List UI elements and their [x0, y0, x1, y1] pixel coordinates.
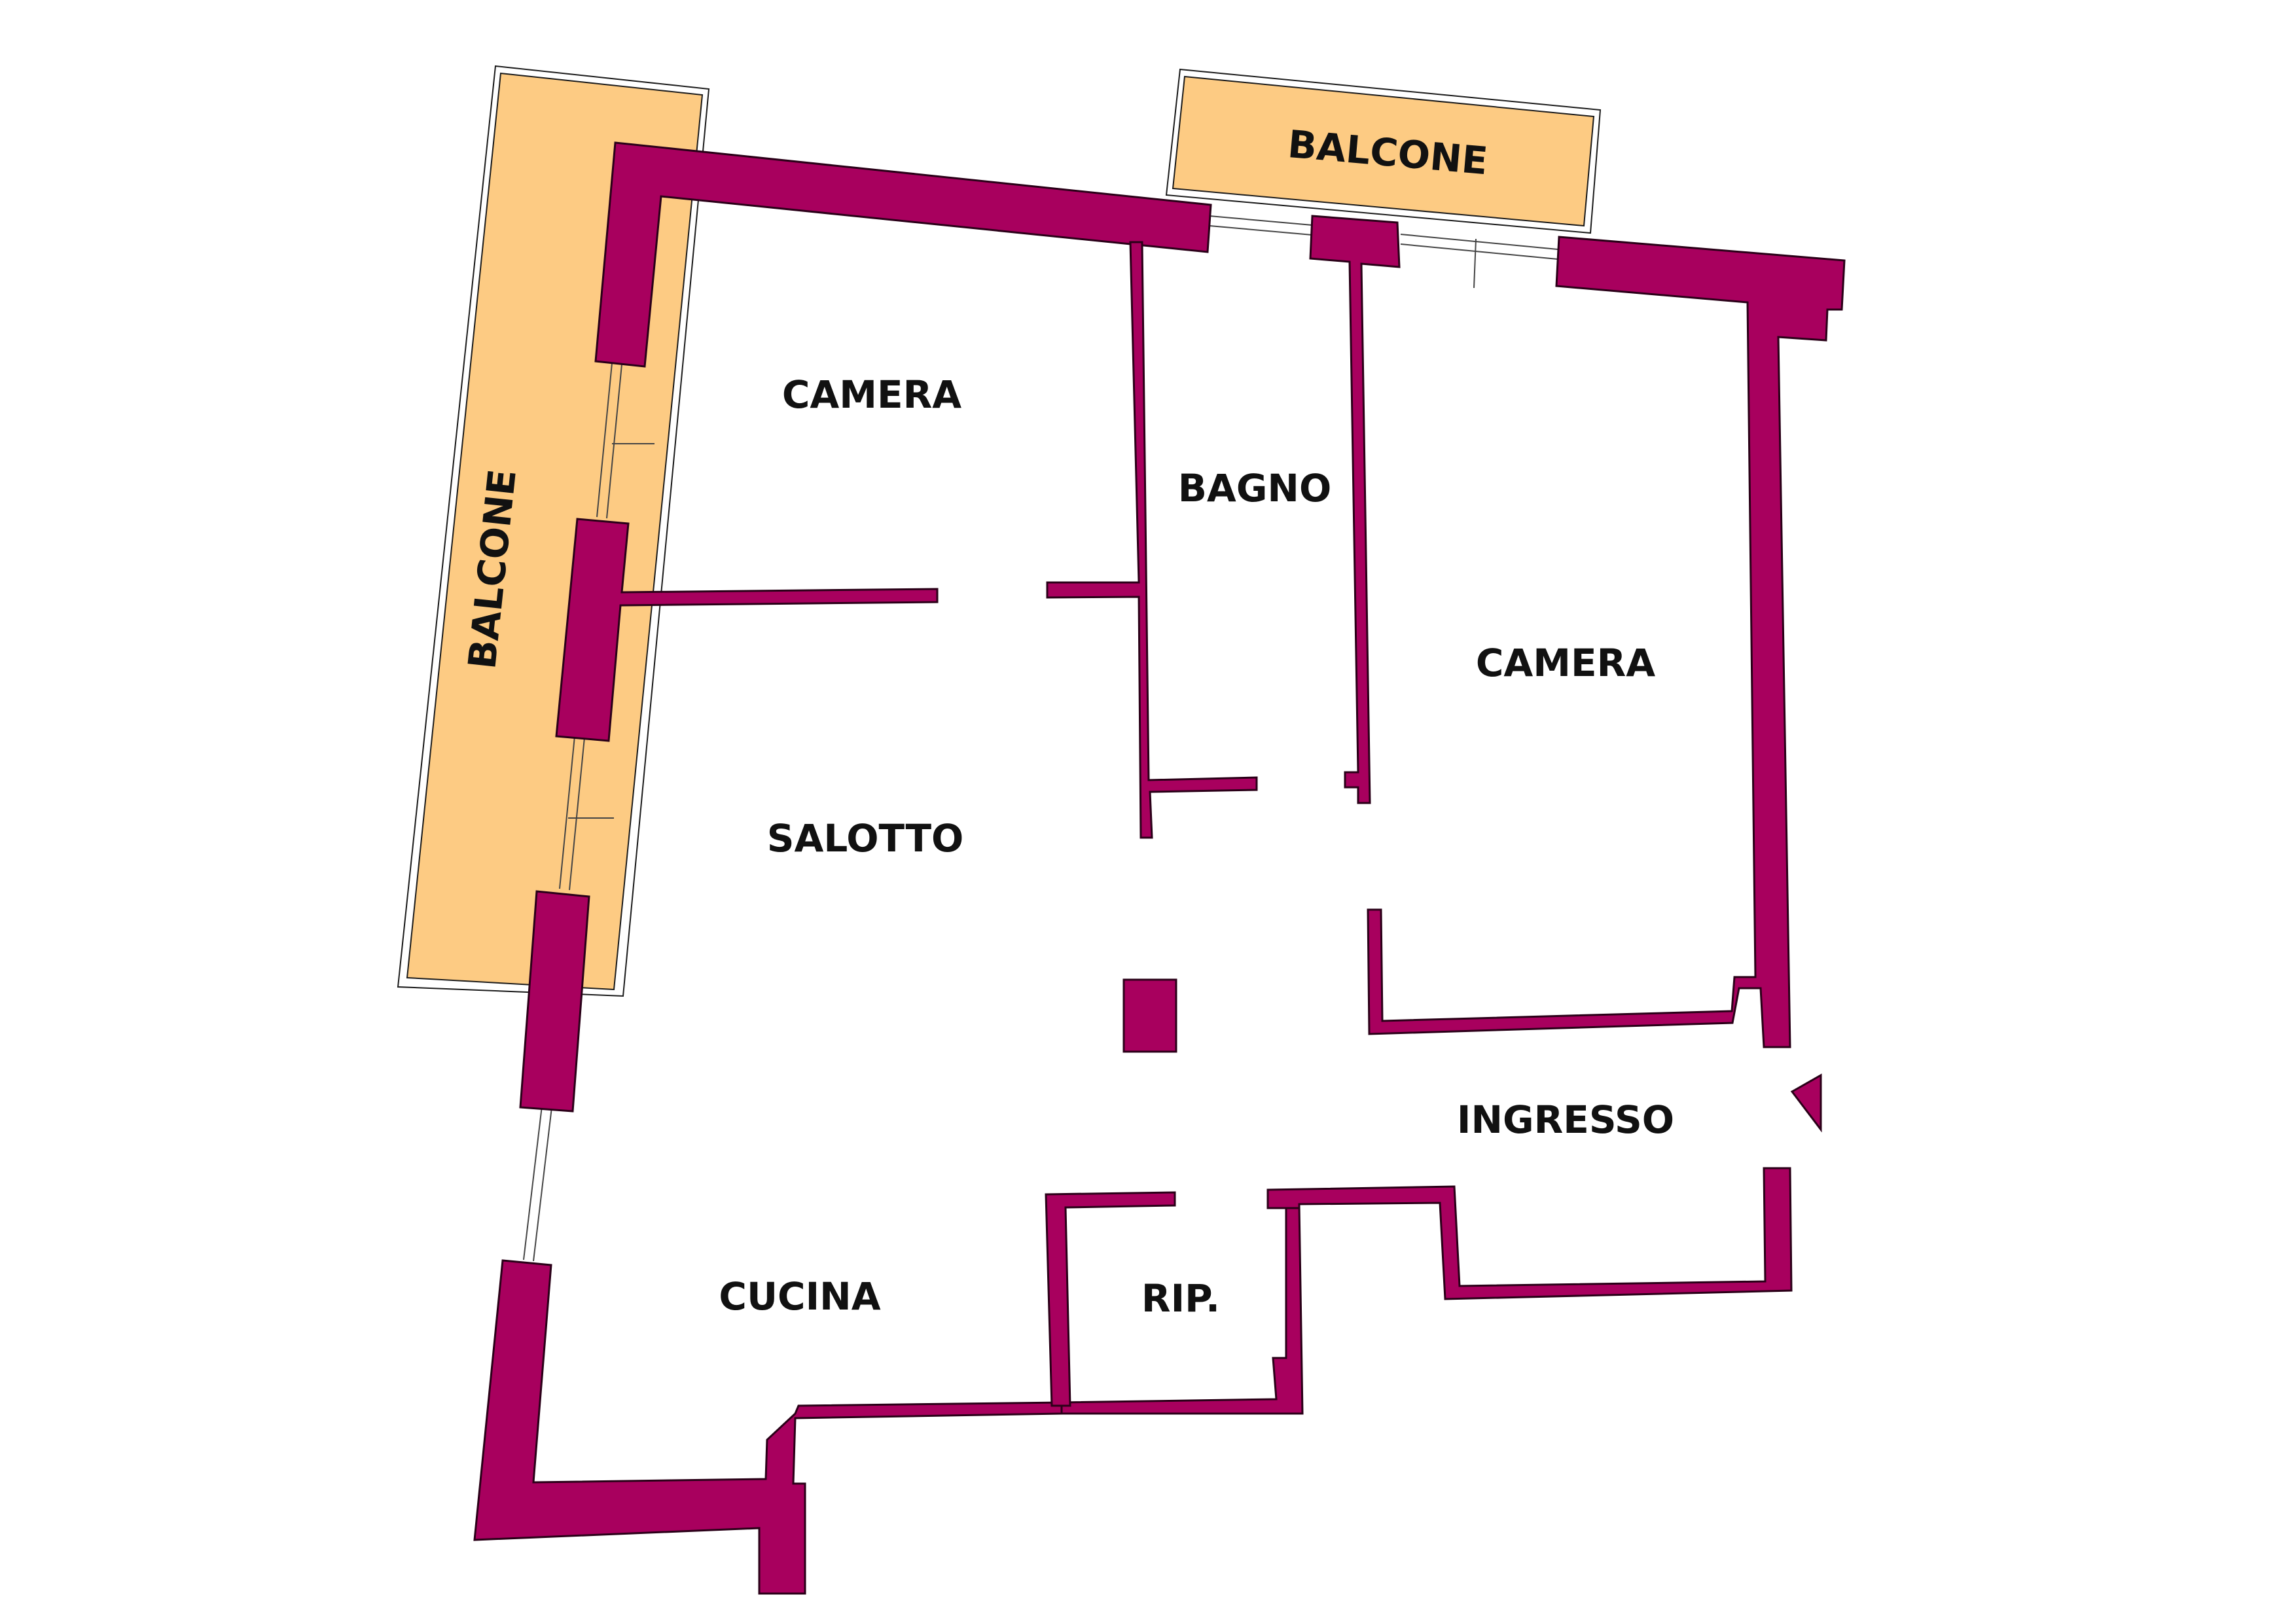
- label-ingresso: INGRESSO: [1457, 1097, 1674, 1142]
- label-camera-nw: CAMERA: [782, 372, 961, 417]
- label-bagno: BAGNO: [1178, 466, 1332, 510]
- wall-west-pier-1: [555, 518, 939, 742]
- pillar: [1122, 978, 1177, 1053]
- label-ripostiglio: RIP.: [1141, 1276, 1220, 1321]
- wall-bath-west: [1046, 241, 1258, 839]
- label-salotto: SALOTTO: [767, 816, 964, 861]
- wall-north-west: [594, 141, 1212, 368]
- wall-west-pier-2: [519, 890, 590, 1113]
- label-camera-east: CAMERA: [1476, 641, 1655, 685]
- balcony-west: [397, 65, 710, 997]
- balcony-north-floor: [1172, 75, 1595, 227]
- window-lines: [523, 215, 1558, 1262]
- walls: [473, 141, 1846, 1595]
- label-cucina: CUCINA: [719, 1274, 880, 1319]
- entrance-arrow-icon: [1790, 1073, 1822, 1133]
- wall-storage-west: [1045, 1191, 1176, 1407]
- wall-north-east: [1367, 236, 1846, 1048]
- wall-bath-east: [1309, 215, 1401, 804]
- balcony-north: [1165, 68, 1602, 234]
- wall-ingresso-south: [1266, 1167, 1793, 1300]
